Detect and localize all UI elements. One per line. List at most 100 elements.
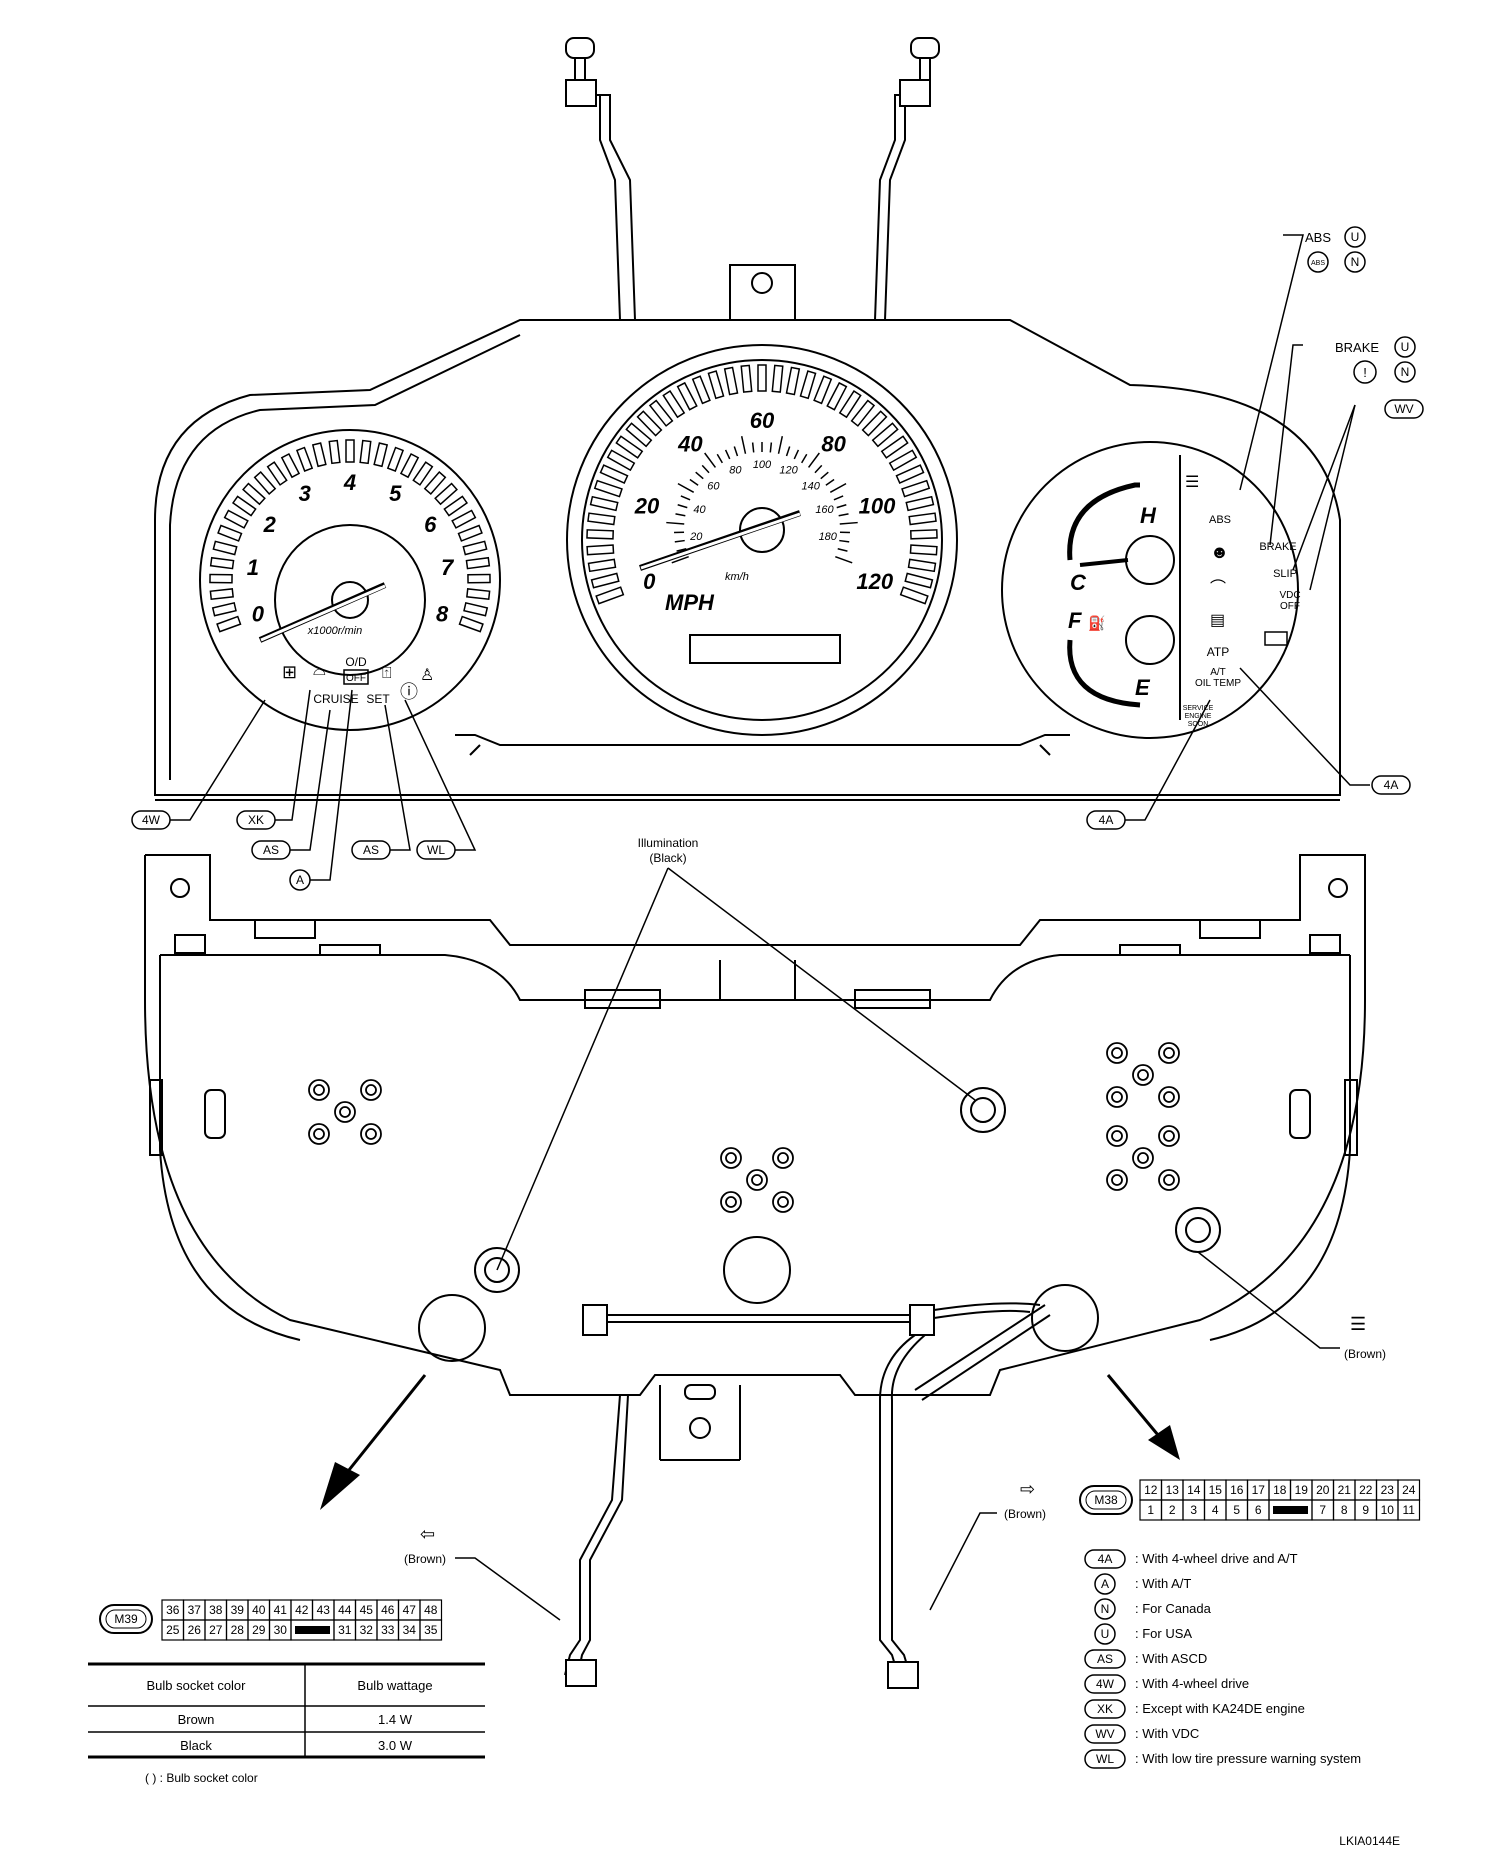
slip-indicator-label: SLIP	[1273, 568, 1297, 580]
speed-inner-tick	[724, 449, 731, 460]
speed-tick	[740, 364, 753, 393]
bulb-sockets	[418, 1087, 1221, 1362]
speed-inner-tick	[833, 495, 844, 501]
legend-code: 4W	[1096, 1677, 1115, 1691]
speed-tick	[723, 366, 739, 396]
at-position-icon: ⍐	[382, 665, 392, 682]
fourA-left-callout: 4A	[1099, 813, 1114, 827]
legend-code-badge	[1084, 1549, 1126, 1569]
pin-cell	[1397, 1499, 1421, 1521]
pin-number: 41	[274, 1603, 288, 1617]
kmh-label: 120	[779, 465, 798, 477]
speed-inner-tick	[704, 452, 717, 468]
kmh-label: 160	[815, 504, 834, 516]
speed-tick	[904, 572, 934, 589]
legend-code-badge	[1084, 1699, 1126, 1719]
tach-tick	[457, 524, 483, 542]
speed-tick	[615, 435, 644, 459]
illumination-line-2: (Black)	[649, 851, 686, 865]
temp-hot-label: H	[1140, 503, 1157, 528]
speed-tick	[648, 399, 674, 427]
abs-indicator-label: ABS	[1209, 514, 1231, 526]
speed-inner-tick	[814, 464, 823, 474]
speed-inner-tick	[674, 539, 685, 543]
legend-text: : With VDC	[1135, 1726, 1199, 1741]
vdc-off-label-1: VDC	[1279, 590, 1300, 601]
pin-number: 1	[1147, 1503, 1154, 1517]
temp-cold-label: C	[1070, 570, 1087, 595]
pin-number: 10	[1381, 1503, 1395, 1517]
pin-number: 46	[381, 1603, 395, 1617]
tach-tick	[253, 471, 277, 495]
brown-label-lower-right: ⇨ (Brown)	[929, 1479, 1046, 1611]
legend-text: : With A/T	[1135, 1576, 1191, 1591]
legend-code: AS	[1097, 1652, 1113, 1666]
connector-arrows	[320, 1374, 1180, 1510]
tach-tick	[328, 439, 341, 465]
pin-number: 39	[231, 1603, 245, 1617]
vdc-off-label-2: OFF	[1280, 601, 1300, 612]
pin-number: 26	[188, 1623, 202, 1637]
legend-code: WL	[1096, 1752, 1114, 1766]
temp-fuel-gauge: H C F ⛽ E	[1001, 441, 1299, 739]
tach-tick	[216, 615, 242, 633]
pin-number: 48	[424, 1603, 438, 1617]
brake-indicator-label: BRAKE	[1259, 541, 1296, 553]
kmh-label: 100	[753, 459, 772, 471]
tachometer-indicators: ⊞ ⌓ O/D OFF CRUISE ⍐ SET ⓘ ♙	[282, 655, 434, 706]
speed-tick	[590, 572, 620, 589]
table-cell-brown: Brown	[178, 1712, 215, 1727]
speed-tick	[908, 512, 937, 526]
tach-tick	[451, 509, 477, 529]
brake-callout-n: N	[1401, 365, 1410, 379]
tachometer-tick-marks	[209, 439, 491, 633]
speed-inner-tick	[701, 464, 710, 474]
speed-inner-tick	[695, 471, 704, 480]
kmh-label: 140	[801, 480, 820, 492]
table-header-wattage: Bulb wattage	[357, 1678, 432, 1693]
bulb-holes	[308, 1042, 1180, 1213]
tach-tick	[209, 588, 234, 601]
speed-tick	[850, 399, 876, 427]
speed-tick	[826, 381, 848, 411]
tach-tick	[443, 495, 469, 517]
legend-code: 4A	[1098, 1552, 1113, 1566]
pin-number: 25	[166, 1623, 180, 1637]
pin-number: 40	[252, 1603, 266, 1617]
as-callout-1: AS	[263, 843, 279, 857]
legend-code-badge	[1084, 1674, 1126, 1694]
od-off-label-1: O/D	[345, 655, 367, 669]
speed-tick	[888, 449, 918, 472]
pin-number: 24	[1402, 1483, 1416, 1497]
callout-4w: 4W	[131, 810, 171, 830]
pin-number: 28	[231, 1623, 245, 1637]
pin-number: 13	[1166, 1483, 1180, 1497]
tach-tick	[465, 556, 491, 570]
pin-number: 12	[1144, 1483, 1158, 1497]
meter-lower-outline	[155, 734, 1340, 801]
odometer-display	[689, 634, 841, 664]
pin-number: 43	[317, 1603, 331, 1617]
callout-wl: WL	[416, 840, 456, 860]
tach-tick	[242, 482, 266, 506]
mph-label: 40	[677, 432, 703, 457]
speedometer-inner-tick-marks	[666, 436, 858, 564]
tach-tick	[373, 442, 389, 468]
pin-number: 30	[274, 1623, 288, 1637]
pin-number: 6	[1255, 1503, 1262, 1517]
legend-text: : For USA	[1135, 1626, 1192, 1641]
speed-tick	[587, 512, 616, 526]
callout-a: A	[289, 869, 311, 891]
tach-tick	[462, 540, 488, 556]
tach-tick	[467, 573, 491, 584]
pin-number: 22	[1359, 1483, 1373, 1497]
legend-text: : With low tire pressure warning system	[1135, 1751, 1361, 1766]
pin-number: 9	[1362, 1503, 1369, 1517]
arrow-right-icon: ⇨	[1020, 1479, 1035, 1499]
brake-warning-icon: !	[1363, 365, 1367, 380]
speed-tick	[880, 435, 909, 459]
service-label-2: ENGINE	[1185, 713, 1212, 720]
callout-brake: BRAKE U ! N	[1335, 336, 1416, 384]
